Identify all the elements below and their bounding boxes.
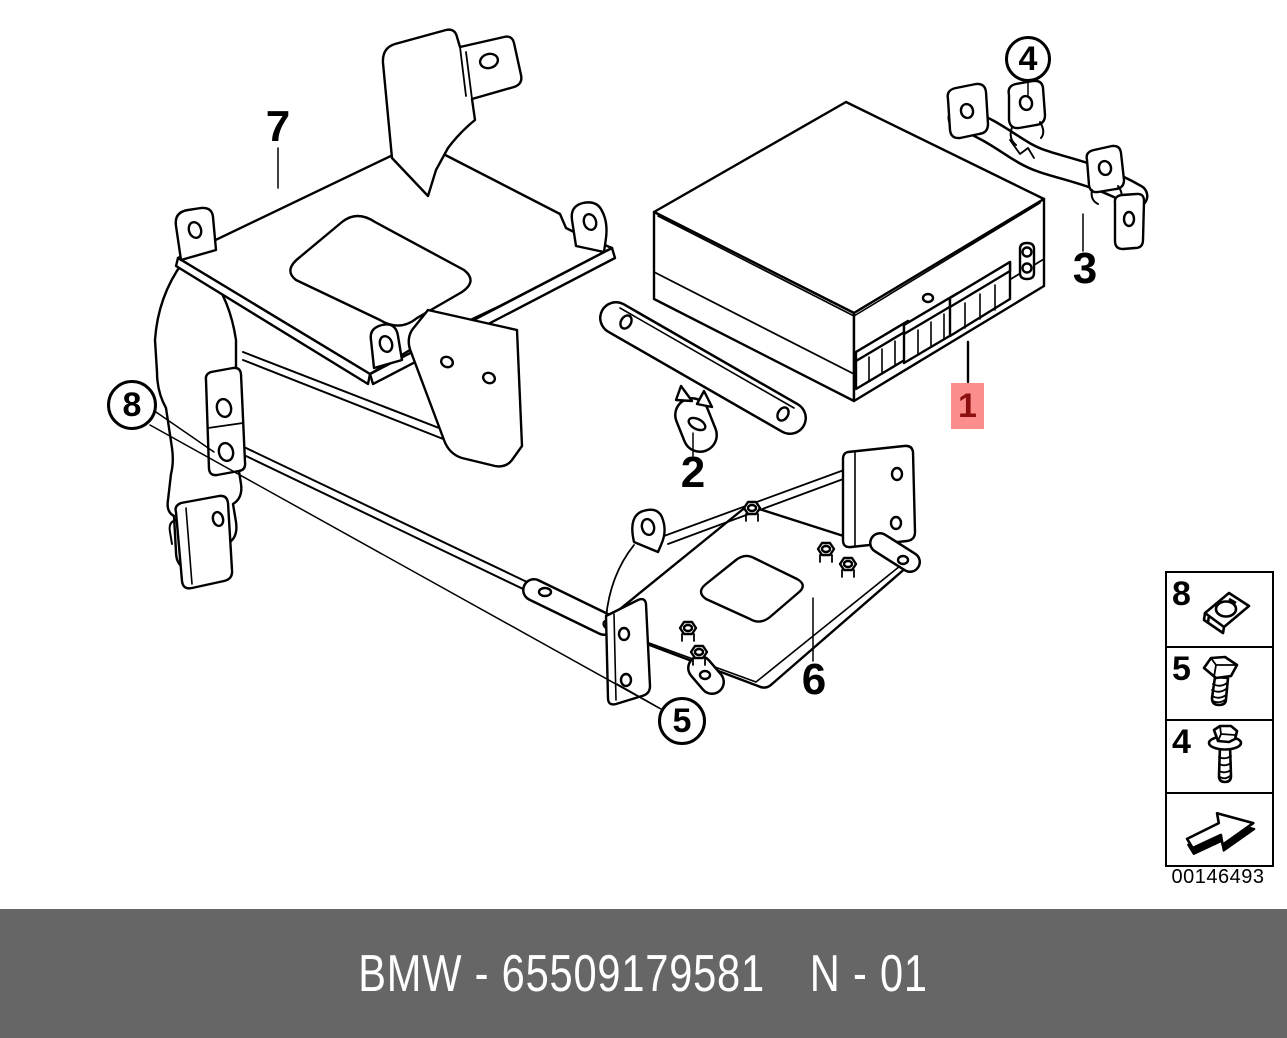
footer-text: BMW - 65509179581 N - 01: [359, 944, 929, 1004]
footer-part-number: BMW - 65509179581: [358, 944, 766, 1003]
direction-arrow-icon: [1185, 811, 1255, 855]
footer-bar: BMW - 65509179581 N - 01: [0, 909, 1287, 1038]
legend-number-8: 8: [1172, 575, 1191, 613]
callout-2[interactable]: 2: [680, 448, 706, 497]
bracket-3-drawing: [946, 79, 1149, 251]
hex-bolt-icon: [1202, 655, 1239, 706]
clip-nut-icon: [1202, 591, 1251, 634]
bracket-7-drawing: [153, 28, 617, 601]
callout-5[interactable]: 5: [658, 697, 706, 745]
callout-4[interactable]: 4: [1005, 36, 1051, 82]
fastener-legend-table: 8 5 4: [1165, 571, 1274, 867]
legend-number-5: 5: [1172, 650, 1191, 688]
flange-bolt-icon: [1207, 724, 1243, 783]
callout-3[interactable]: 3: [1072, 244, 1098, 293]
stud-nuts: [678, 500, 858, 666]
callout-6[interactable]: 6: [801, 655, 827, 704]
leader-lines: [149, 82, 1084, 710]
footer-diagram-code: N - 01: [810, 944, 929, 1003]
legend-row-flange-bolt: 4: [1167, 719, 1272, 792]
callout-7[interactable]: 7: [265, 102, 291, 151]
video-module-drawing: [652, 100, 1046, 403]
legend-row-hex-bolt: 5: [1167, 646, 1272, 719]
bracket-2-drawing: [599, 301, 807, 453]
legend-doc-number: 00146493: [1171, 866, 1265, 888]
bracket-6-drawing: [522, 444, 921, 706]
callout-1-highlighted[interactable]: 1: [951, 383, 984, 429]
legend-number-4: 4: [1172, 723, 1191, 761]
legend-row-direction: [1167, 792, 1272, 865]
callout-8[interactable]: 8: [107, 380, 157, 430]
legend-row-clip: 8: [1167, 573, 1272, 646]
exploded-diagram-line-art: [149, 28, 1149, 710]
parts-diagram-canvas: 7 2 3 6 8 5 4 1 8 5: [107, 28, 1274, 888]
